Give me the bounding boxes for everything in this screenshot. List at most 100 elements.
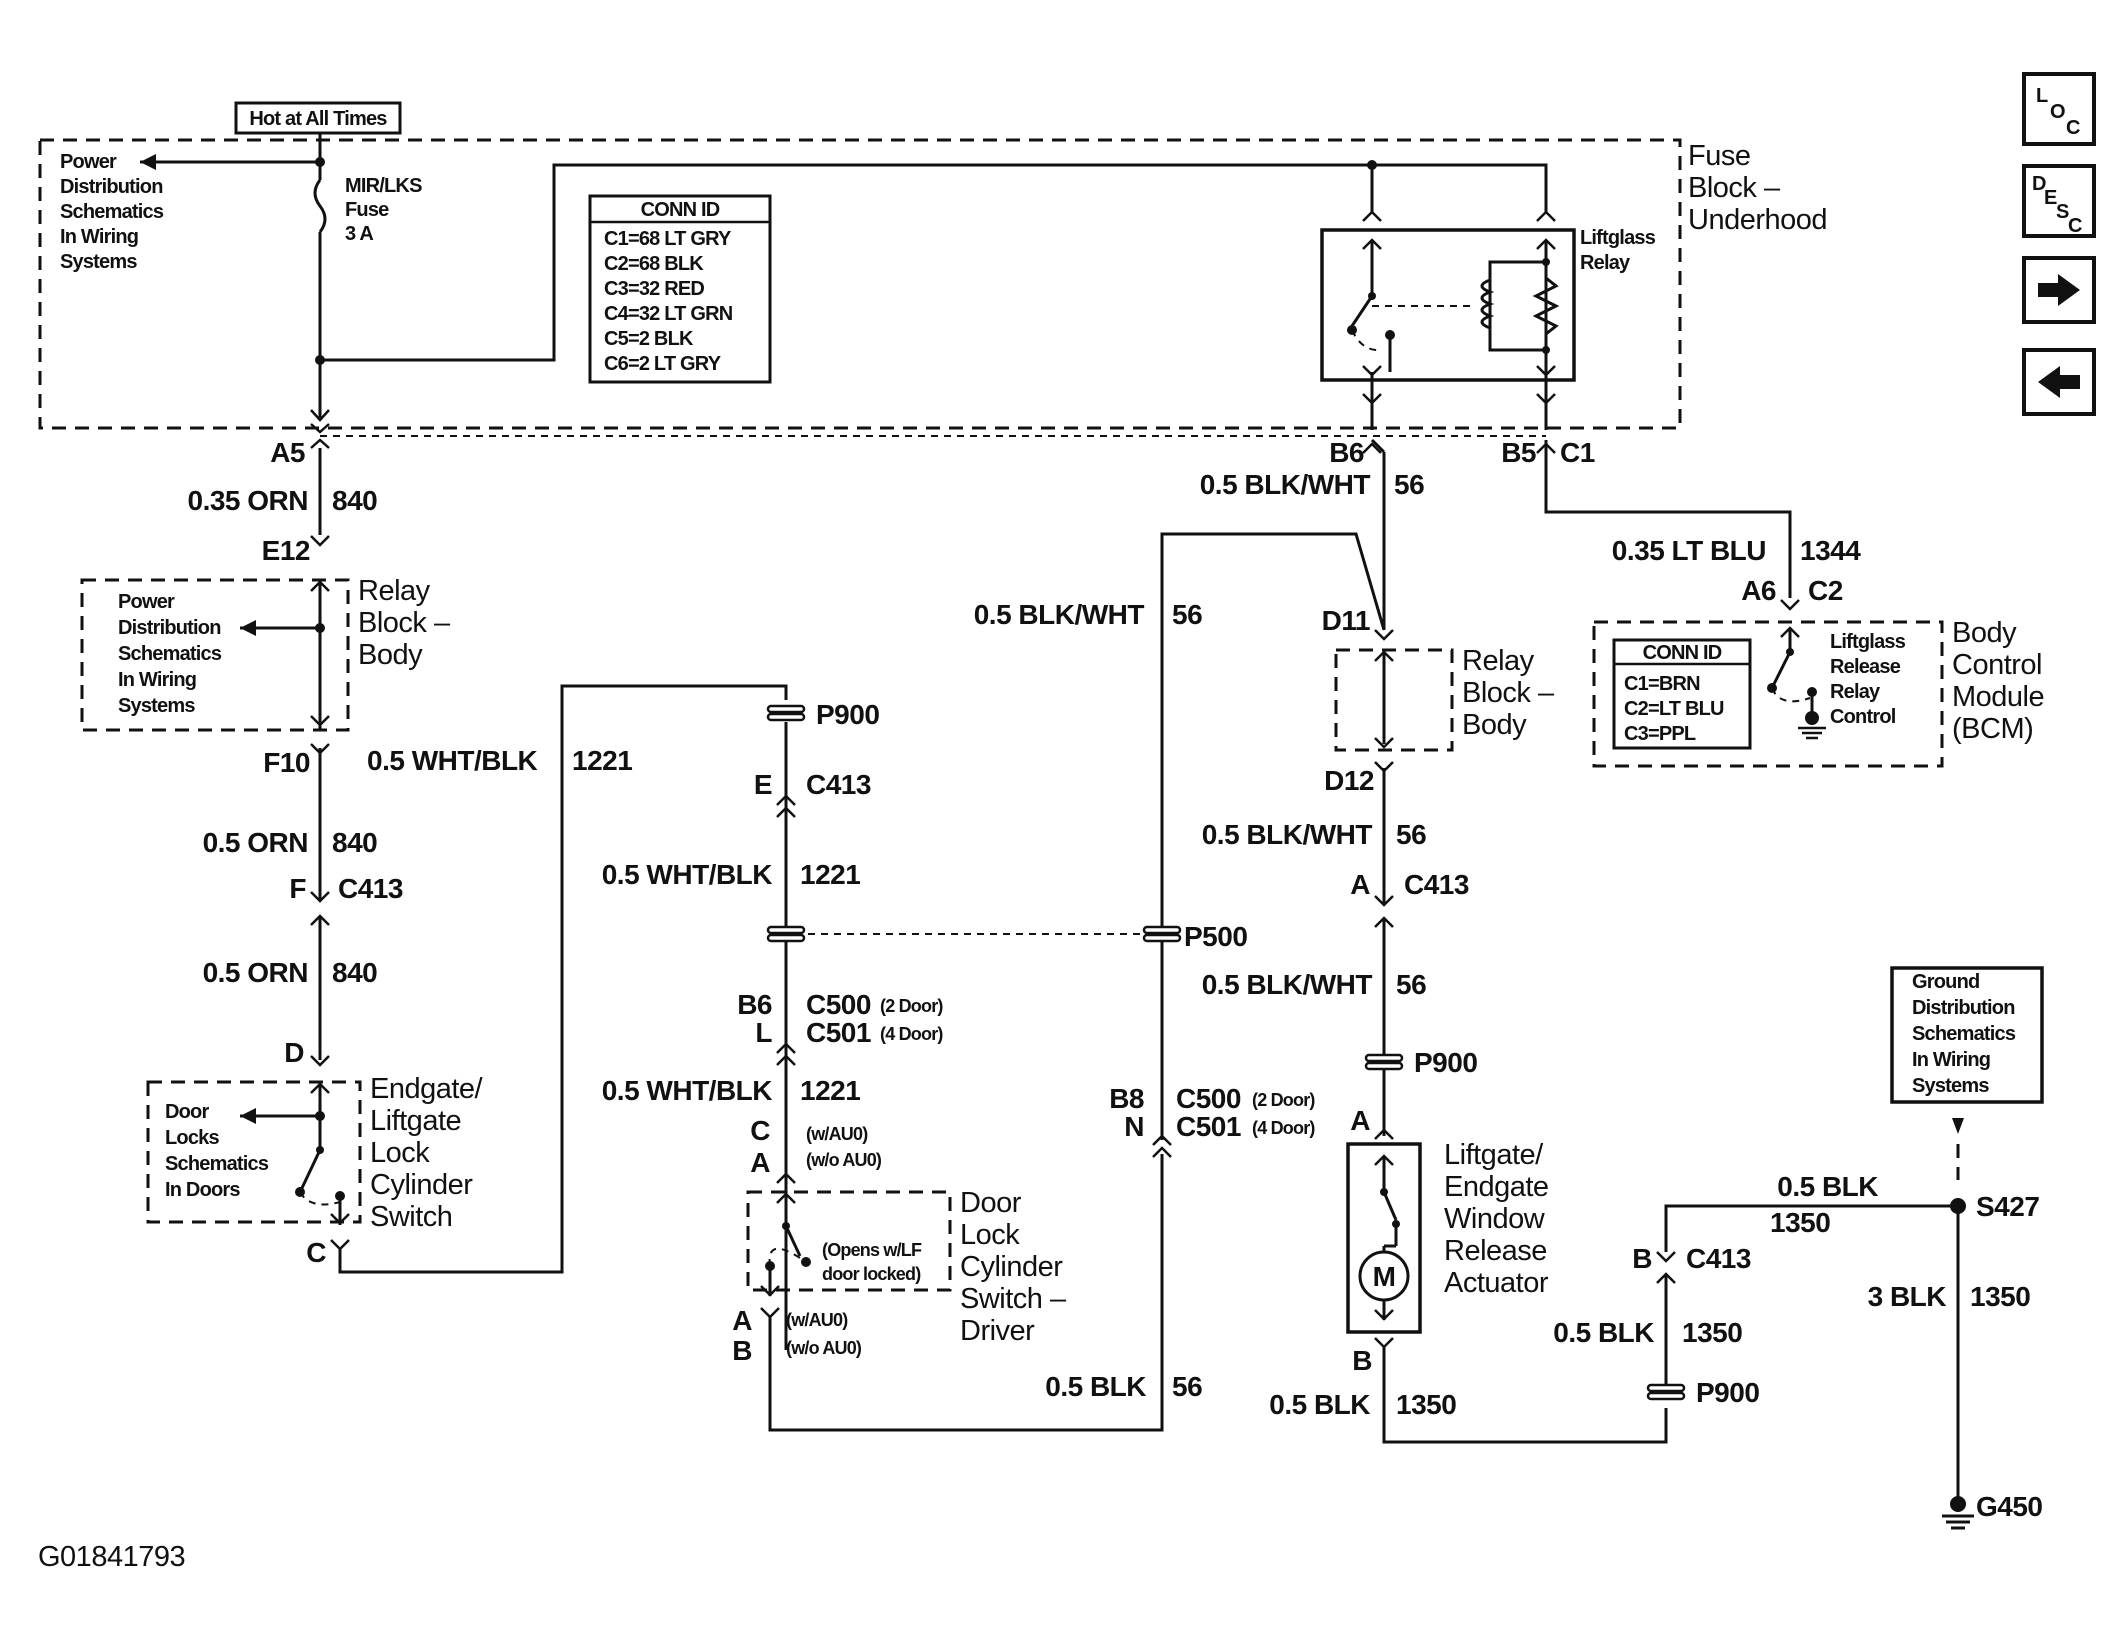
circuit-56-b: 56: [1172, 599, 1202, 630]
wire-0.5-orn-a: 0.5 ORN: [203, 827, 308, 858]
circuit-1350-d: 1350: [1682, 1317, 1742, 1348]
wire-0.5-wht-blk-c: 0.5 WHT/BLK: [602, 1075, 773, 1106]
svg-text:C4=32 LT GRN: C4=32 LT GRN: [604, 303, 733, 325]
svg-text:C1=BRN: C1=BRN: [1624, 673, 1700, 695]
actuator-label: Liftgate/ Endgate Window Release Actuato…: [1444, 1139, 1549, 1299]
svg-text:In Wiring: In Wiring: [118, 669, 196, 691]
svg-text:Liftgate: Liftgate: [370, 1105, 461, 1137]
svg-text:Distribution: Distribution: [60, 176, 163, 198]
wire-0.35-orn: 0.35 ORN: [188, 485, 309, 516]
desc-letter-e: E: [2044, 187, 2057, 209]
pin-e12: E12: [262, 535, 310, 566]
motor-symbol: M: [1373, 1261, 1396, 1292]
bcm-outline: [1592, 620, 1944, 768]
svg-text:(BCM): (BCM): [1952, 713, 2033, 745]
pin-f: F: [289, 873, 306, 904]
relay-block-body-right-outline: [1334, 648, 1454, 752]
svg-text:Block –: Block –: [1462, 677, 1555, 709]
circuit-1221-b: 1221: [800, 859, 860, 890]
svg-text:Lock: Lock: [960, 1219, 1020, 1251]
next-page-button[interactable]: [2022, 256, 2096, 324]
circuit-1350-c: 1350: [1970, 1281, 2030, 1312]
bcm-relay-control-switch: [1767, 626, 1826, 740]
ground-distribution-reference: Ground Distribution Schematics In Wiring…: [1890, 966, 2044, 1104]
pin-b-lower: B: [732, 1335, 752, 1366]
svg-text:Distribution: Distribution: [118, 617, 221, 639]
circuit-1221-a: 1221: [572, 745, 632, 776]
pin-d12: D12: [1324, 765, 1374, 796]
door-lock-cylinder-switch-driver-outline: [746, 1190, 952, 1292]
pin-d: D: [284, 1037, 304, 1068]
svg-text:Door: Door: [165, 1101, 209, 1123]
svg-text:Underhood: Underhood: [1688, 204, 1827, 236]
svg-text:In Wiring: In Wiring: [1912, 1049, 1990, 1071]
svg-text:Release: Release: [1444, 1235, 1547, 1267]
circuit-840-a: 840: [332, 485, 377, 516]
svg-text:Door: Door: [960, 1187, 1022, 1219]
note-w-au0-a: (w/AU0): [806, 1124, 868, 1144]
svg-text:Liftgate/: Liftgate/: [1444, 1139, 1544, 1171]
liftgate-window-release-actuator: M: [1346, 1142, 1422, 1334]
circuit-1221-c: 1221: [800, 1075, 860, 1106]
pin-f10: F10: [263, 747, 310, 778]
pin-b5: B5: [1501, 437, 1536, 468]
endgate-liftgate-switch-outline: [146, 1080, 362, 1224]
description-button[interactable]: D E S C: [2022, 164, 2096, 238]
pin-b6-right: B6: [1329, 437, 1364, 468]
svg-text:In Wiring: In Wiring: [60, 226, 138, 248]
pin-a-right: A: [1350, 869, 1370, 900]
svg-text:Endgate/: Endgate/: [370, 1073, 484, 1105]
wire-0.5-wht-blk-a: 0.5 WHT/BLK: [367, 745, 538, 776]
liftglass-release-relay-control-label: Liftglass Release Relay Control: [1830, 631, 1907, 728]
svg-text:Cylinder: Cylinder: [960, 1251, 1063, 1283]
svg-text:C3=32 RED: C3=32 RED: [604, 278, 704, 300]
pin-a-mid: A: [750, 1147, 770, 1178]
circuit-56-a: 56: [1172, 1371, 1202, 1402]
svg-text:Locks: Locks: [165, 1127, 219, 1149]
splice-s427-label: S427: [1976, 1191, 2039, 1222]
connector-c500-b: C500: [1176, 1083, 1241, 1114]
connector-c501-b: C501: [1176, 1111, 1241, 1142]
svg-text:C2=LT BLU: C2=LT BLU: [1624, 698, 1724, 720]
ground-g450-label: G450: [1976, 1491, 2043, 1522]
wire-0.5-blk-b: 0.5 BLK: [1269, 1389, 1370, 1420]
desc-letter-c: C: [2068, 215, 2082, 237]
wire-0.5-wht-blk-b: 0.5 WHT/BLK: [602, 859, 773, 890]
endgate-liftgate-switch-label: Endgate/ Liftgate Lock Cylinder Switch: [370, 1073, 484, 1233]
circuit-56-c: 56: [1394, 469, 1424, 500]
power-distribution-reference-relay-block: Power Distribution Schematics In Wiring …: [118, 591, 223, 717]
pin-l: L: [755, 1017, 772, 1048]
connector-p900-c: P900: [1696, 1377, 1759, 1408]
wire-0.5-blk-d: 0.5 BLK: [1553, 1317, 1654, 1348]
svg-text:Module: Module: [1952, 681, 2044, 713]
circuit-56-e: 56: [1396, 969, 1426, 1000]
wire-0.5-orn-b: 0.5 ORN: [203, 957, 308, 988]
connector-c413-left: C413: [338, 873, 403, 904]
connector-c413-ground: C413: [1686, 1243, 1751, 1274]
previous-page-button[interactable]: [2022, 348, 2096, 416]
svg-text:Systems: Systems: [1912, 1075, 1989, 1097]
fuse-block-underhood-title: Fuse Block – Underhood: [1688, 140, 1828, 236]
note-4-door-b: (4 Door): [1252, 1118, 1315, 1138]
pin-c-left: C: [306, 1237, 326, 1268]
pin-e: E: [754, 769, 772, 800]
svg-text:3 A: 3 A: [345, 223, 373, 245]
right-arrow-icon: [2038, 274, 2080, 306]
circuit-56-d: 56: [1396, 819, 1426, 850]
svg-text:Fuse: Fuse: [1688, 140, 1750, 172]
svg-text:Schematics: Schematics: [1912, 1023, 2016, 1045]
location-button[interactable]: L O C: [2022, 72, 2096, 146]
opens-note: (Opens w/LF door locked): [822, 1240, 923, 1284]
pin-n: N: [1124, 1111, 1144, 1142]
svg-text:Block –: Block –: [358, 607, 451, 639]
svg-text:Relay: Relay: [1580, 252, 1631, 274]
svg-text:MIR/LKS: MIR/LKS: [345, 175, 422, 197]
svg-text:Body: Body: [358, 639, 423, 671]
conn-id-table-fuse-block: CONN ID C1=68 LT GRY C2=68 BLK C3=32 RED…: [588, 194, 772, 384]
connector-c413-right: C413: [1404, 869, 1469, 900]
pin-b6-left: B6: [737, 989, 772, 1020]
loc-letter-c: C: [2066, 117, 2080, 139]
svg-text:Systems: Systems: [118, 695, 195, 717]
conn-id-table-bcm: CONN ID C1=BRN C2=LT BLU C3=PPL: [1612, 638, 1752, 750]
